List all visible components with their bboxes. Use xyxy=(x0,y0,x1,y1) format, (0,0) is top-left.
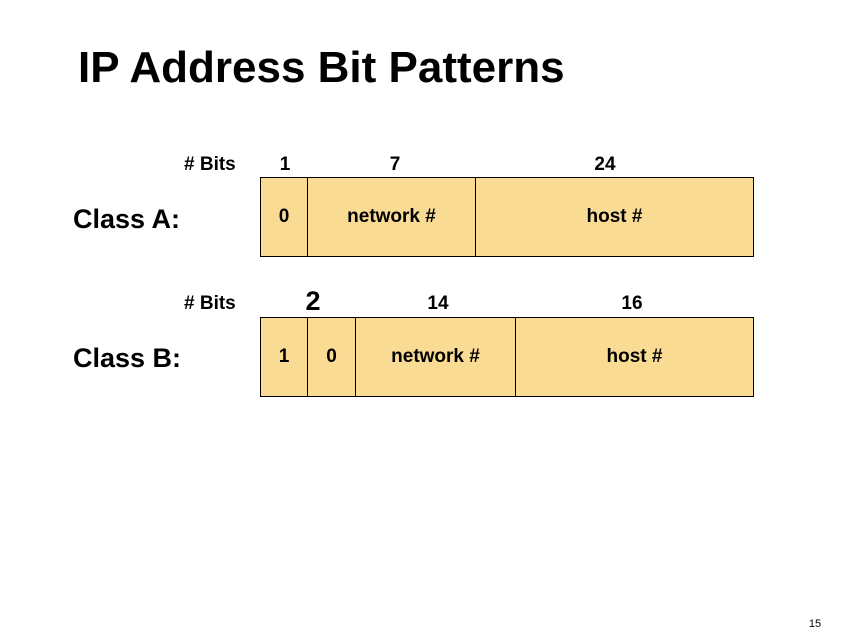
class-a-bits-first: 1 xyxy=(279,154,291,175)
class-b-bits-network: 14 xyxy=(427,293,449,314)
class-a-field-host: host # xyxy=(586,206,643,227)
class-a-bits-label: # Bits xyxy=(184,154,236,175)
page-number: 15 xyxy=(808,618,822,630)
class-a-label: Class A: xyxy=(73,204,181,234)
class-b-field-first-bit: 1 xyxy=(261,318,308,396)
class-b-bits-prefix: 2 xyxy=(305,286,321,316)
class-b-field-host: host # xyxy=(606,346,663,367)
class-a-bits-network: 7 xyxy=(389,154,401,175)
class-a-field-bar: 0 network # host # xyxy=(260,177,754,257)
class-b-field-bar: 1 0 network # host # xyxy=(260,317,754,397)
class-b-bits-label: # Bits xyxy=(184,293,236,314)
class-b-bits-host: 16 xyxy=(621,293,643,314)
class-b-field-second-bit: 0 xyxy=(308,318,356,396)
class-a-field-network: network # xyxy=(308,178,476,256)
class-b-label: Class B: xyxy=(73,343,182,373)
class-a-bits-host: 24 xyxy=(594,154,616,175)
class-a-field-first-bit: 0 xyxy=(261,178,308,256)
class-b-field-network: network # xyxy=(356,318,516,396)
slide-title: IP Address Bit Patterns xyxy=(78,43,565,92)
